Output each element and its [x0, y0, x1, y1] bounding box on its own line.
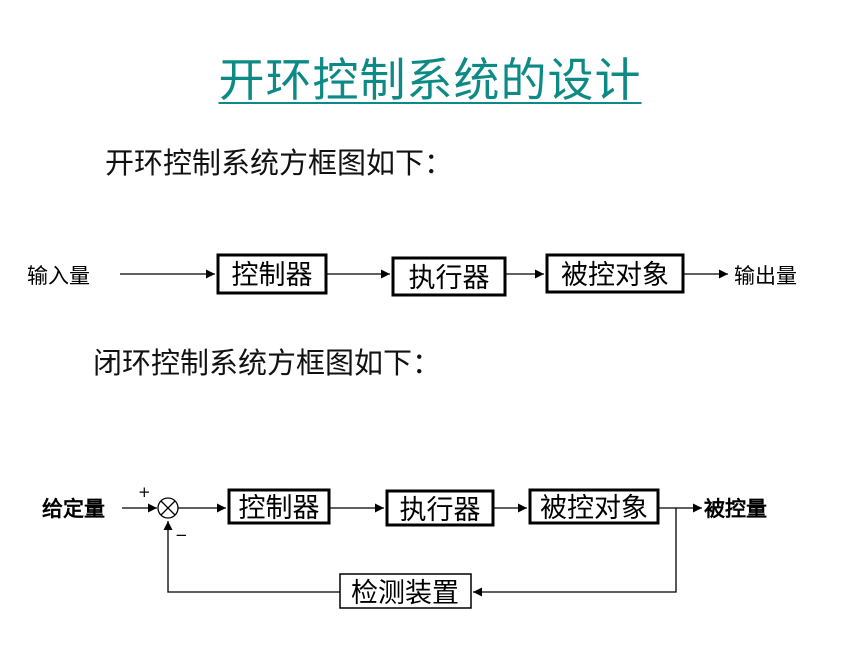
open-loop-diagram: 输入量 控制器 执行器 被控对象 输出量 [27, 253, 797, 297]
feedback-path-right [473, 508, 677, 597]
feedback-path-left [163, 521, 340, 593]
page-title: 开环控制系统的设计 [218, 53, 642, 107]
closed-input-label: 给定量 [42, 497, 105, 521]
closed-block-controller-label: 控制器 [239, 493, 320, 524]
closed-block-actuator [385, 489, 495, 527]
summing-cross-b [160, 500, 176, 516]
open-block-plant-label: 被控对象 [561, 260, 669, 291]
closed-loop-caption: 闭环控制系统方框图如下： [93, 346, 442, 380]
open-output-label: 输出量 [734, 264, 797, 288]
minus-sign: − [175, 526, 188, 544]
closed-output-label: 被控量 [704, 497, 767, 521]
closed-block-plant-label: 被控对象 [540, 493, 648, 524]
closed-loop-diagram: 给定量 + − 控制器 执行器 被控对象 被控量 检测装置 [42, 483, 767, 609]
open-loop-caption: 开环控制系统方框图如下： [105, 146, 454, 180]
feedback-block-sensor-label: 检测装置 [351, 578, 459, 609]
closed-block-controller [227, 488, 331, 525]
plus-sign: + [138, 483, 151, 501]
feedback-block-sensor [339, 573, 472, 609]
open-block-controller-label: 控制器 [232, 260, 313, 291]
open-input-label: 输入量 [27, 264, 90, 288]
closed-block-actuator-label: 执行器 [400, 495, 481, 526]
closed-block-plant [528, 488, 660, 525]
open-block-actuator [391, 256, 507, 297]
open-block-actuator-label: 执行器 [409, 263, 490, 294]
